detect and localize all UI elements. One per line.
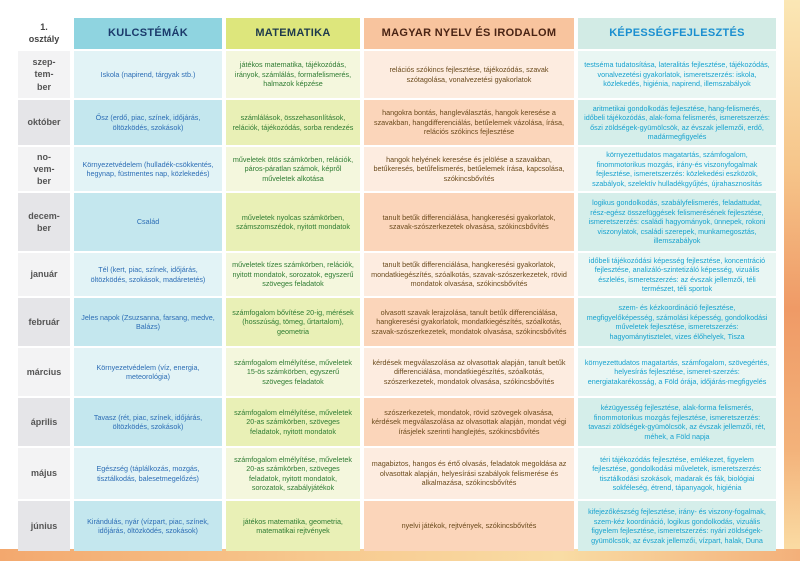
kepesseg-cell: szem- és kézkoordináció fejlesztése, meg… xyxy=(578,298,776,346)
magyar-cell: hangok helyének keresése és jelölése a s… xyxy=(364,147,574,191)
kulcstema-cell: Iskola (napirend, tárgyak stb.) xyxy=(74,51,222,98)
matematika-cell: számfogalom elmélyítése, műveletek 20-as… xyxy=(226,448,360,499)
month-label: április xyxy=(18,398,70,446)
magyar-cell: olvasott szavak lerajzolása, tanult betű… xyxy=(364,298,574,346)
kepesseg-cell: logikus gondolkodás, szabályfelismerés, … xyxy=(578,193,776,251)
matematika-cell: számfogalom bővítése 20-ig, mérések (hos… xyxy=(226,298,360,346)
kepesseg-cell: aritmetikai gondolkodás fejlesztése, han… xyxy=(578,100,776,145)
kepesseg-cell: kézügyesség fejlesztése, alak-forma feli… xyxy=(578,398,776,446)
header-kepessegfejlesztes: KÉPESSÉGFEJLESZTÉS xyxy=(578,18,776,49)
kepesseg-cell: téri tájékozódás fejlesztése, emlékezet,… xyxy=(578,448,776,499)
month-label: május xyxy=(18,448,70,499)
kulcstema-cell: Kirándulás, nyár (vízpart, piac, színek,… xyxy=(74,501,222,551)
matematika-cell: játékos matematika, tájékozódás, irányok… xyxy=(226,51,360,98)
kulcstema-cell: Tél (kert, piac, színek, időjárás, öltöz… xyxy=(74,253,222,296)
kulcstema-cell: Egészség (táplálkozás, mozgás, tisztálko… xyxy=(74,448,222,499)
month-label: szep- tem- ber xyxy=(18,51,70,98)
header-magyar: MAGYAR NYELV ÉS IRODALOM xyxy=(364,18,574,49)
magyar-cell: magabiztos, hangos és értő olvasás, fela… xyxy=(364,448,574,499)
decorative-border-bottom xyxy=(0,549,800,561)
magyar-cell: tanult betűk differenciálása, hangkeresé… xyxy=(364,253,574,296)
decorative-border-right xyxy=(784,0,800,561)
magyar-cell: nyelvi játékok, rejtvények, szókincsbőví… xyxy=(364,501,574,551)
kulcstema-cell: Család xyxy=(74,193,222,251)
kulcstema-cell: Jeles napok (Zsuzsanna, farsang, medve, … xyxy=(74,298,222,346)
month-label: június xyxy=(18,501,70,551)
kepesseg-cell: környezettudatos magatartás, számfogalom… xyxy=(578,348,776,396)
matematika-cell: számfogalom elmélyítése, műveletek 20-as… xyxy=(226,398,360,446)
matematika-cell: játékos matematika, geometria, matematik… xyxy=(226,501,360,551)
kulcstema-cell: Ősz (erdő, piac, színek, időjárás, öltöz… xyxy=(74,100,222,145)
month-label: október xyxy=(18,100,70,145)
kepesseg-cell: időbeli tájékozódási képesség fejlesztés… xyxy=(578,253,776,296)
kepesseg-cell: kifejezőkészség fejlesztése, irány- és v… xyxy=(578,501,776,551)
matematika-cell: számlálások, összehasonlítások, relációk… xyxy=(226,100,360,145)
kepesseg-cell: környezettudatos magatartás, számfogalom… xyxy=(578,147,776,191)
month-label: decem- ber xyxy=(18,193,70,251)
month-label: no- vem- ber xyxy=(18,147,70,191)
month-label: március xyxy=(18,348,70,396)
kulcstema-cell: Környezetvédelem (hulladék-csökkentés, h… xyxy=(74,147,222,191)
kulcstema-cell: Tavasz (rét, piac, színek, időjárás, ölt… xyxy=(74,398,222,446)
magyar-cell: tanult betűk differenciálása, hangkeresé… xyxy=(364,193,574,251)
month-label: február xyxy=(18,298,70,346)
header-matematika: MATEMATIKA xyxy=(226,18,360,49)
kepesseg-cell: testséma tudatosítása, lateralitás fejle… xyxy=(578,51,776,98)
grade-label: 1. osztály xyxy=(18,18,70,49)
magyar-cell: szószerkezetek, mondatok, rövid szövegek… xyxy=(364,398,574,446)
matematika-cell: műveletek nyolcas számkörben, számszomsz… xyxy=(226,193,360,251)
magyar-cell: relációs szókincs fejlesztése, tájékozód… xyxy=(364,51,574,98)
matematika-cell: műveletek tízes számkörben, relációk, ny… xyxy=(226,253,360,296)
magyar-cell: hangokra bontás, hangleválasztás, hangok… xyxy=(364,100,574,145)
header-kulcstemak: KULCSTÉMÁK xyxy=(74,18,222,49)
magyar-cell: kérdések megválaszolása az olvasottak al… xyxy=(364,348,574,396)
matematika-cell: számfogalom elmélyítése, műveletek 15-ös… xyxy=(226,348,360,396)
curriculum-table: 1. osztály KULCSTÉMÁK MATEMATIKA MAGYAR … xyxy=(18,18,776,551)
month-label: január xyxy=(18,253,70,296)
matematika-cell: műveletek ötös számkörben, relációk, pár… xyxy=(226,147,360,191)
kulcstema-cell: Környezetvédelem (víz, energia, meteorol… xyxy=(74,348,222,396)
